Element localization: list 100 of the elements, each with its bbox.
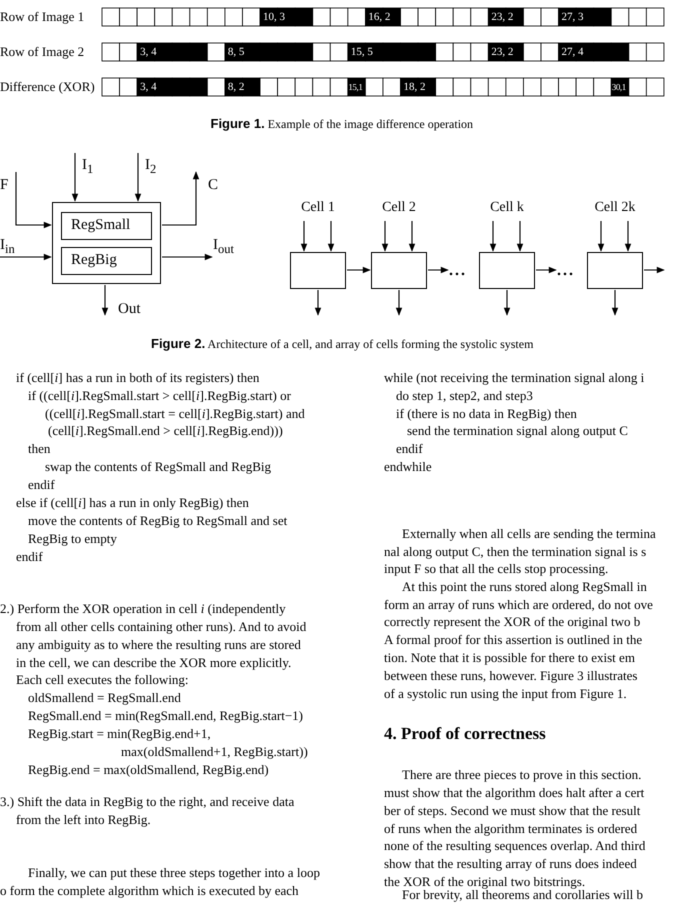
- text-line: 3.) Shift the data in RegBig to the right, and receive data: [0, 794, 294, 810]
- code-line: if ((cell[i].RegSmall.start > cell[i].RegBig.start) or: [28, 388, 291, 404]
- text-line: any ambiguity as to where the resulting runs are stored: [16, 637, 301, 653]
- code-line: if (there is no data in RegBig) then: [396, 406, 577, 422]
- arrow: [15, 172, 52, 228]
- ellipsis: ...: [449, 262, 467, 280]
- arrow: [328, 221, 334, 252]
- code-line: RegBig.start = min(RegBig.end+1,: [28, 726, 211, 742]
- arrow: [504, 290, 510, 316]
- figure-caption: Figure 2. Architecture of a cell, and array of cells forming the systolic system: [151, 336, 534, 352]
- run-label: 15, 5: [350, 45, 373, 60]
- text-line: ber of steps. Second we must show that the result: [384, 803, 640, 819]
- signal-label: F: [0, 176, 8, 194]
- text-line: of runs when the algorithm terminates is ordered: [384, 821, 638, 837]
- code-line: RegBig.end = max(oldSmallend, RegBig.end): [28, 762, 269, 778]
- arrow: [162, 254, 213, 260]
- text-line: nal along output C, then the termination signal is s: [384, 544, 646, 560]
- arrow: [162, 171, 200, 226]
- code-line: move the contents of RegBig to RegSmall and set: [28, 513, 288, 529]
- code-line: do step 1, step2, and step3: [396, 388, 533, 404]
- signal-label: I$_{in}$: [0, 236, 15, 258]
- text-line: must show that the algorithm does halt after a cert: [384, 785, 644, 801]
- run-label: 30,1: [612, 81, 626, 94]
- row-label: Row of Image 1: [0, 9, 84, 25]
- signal-label: C: [208, 176, 218, 194]
- code-line: endif: [28, 477, 55, 493]
- text-line: the XOR of the original two bitstrings.: [384, 874, 586, 890]
- code-line: swap the contents of RegSmall and RegBig: [45, 459, 272, 475]
- code-line: send the termination signal along output C: [407, 423, 628, 439]
- code-line: then: [28, 441, 50, 457]
- arrow: [72, 153, 78, 202]
- text-line: 2.) Perform the XOR operation in cell i (independently: [0, 601, 286, 617]
- figure-caption: Figure 1. Example of the image difference operation: [210, 116, 474, 132]
- cell-block: [52, 202, 161, 284]
- text-line: o form the complete algorithm which is executed by each: [0, 883, 299, 899]
- text-line: Each cell executes the following:: [16, 672, 189, 688]
- run-label: 8, 5: [228, 45, 244, 60]
- arrow: [536, 266, 557, 274]
- text-line: between these runs, however. Figure 3 illustrates: [384, 668, 638, 684]
- arrow: [347, 266, 371, 274]
- run-label: 3, 4: [140, 45, 157, 60]
- text-line: none of the resulting sequences overlap. And third: [384, 838, 646, 854]
- code-line: if (cell[i] has a run in both of its registers) then: [16, 370, 260, 386]
- run-label: 18, 2: [404, 80, 426, 95]
- signal-label: I$_{2}$: [145, 156, 156, 178]
- run-label: 23, 2: [491, 45, 514, 60]
- code-line: (cell[i].RegSmall.end > cell[i].RegBig.end))): [48, 423, 283, 439]
- run-label: 15,1: [348, 81, 362, 94]
- code-line: endif: [16, 549, 43, 565]
- text-line: At this point the runs stored along RegSmall in: [402, 579, 647, 595]
- code-line: else if (cell[i] has a run in only RegBig) then: [16, 495, 249, 511]
- row-label: Row of Image 2: [0, 44, 84, 60]
- arrow: [314, 290, 322, 316]
- run-label: 16, 2: [368, 10, 390, 25]
- arrow: [396, 290, 402, 316]
- row-label: Difference (XOR): [0, 79, 95, 95]
- section-heading: 4. Proof of correctness: [384, 724, 546, 744]
- run-label: 27, 3: [562, 10, 584, 25]
- text-line: show that the resulting array of runs does indeed: [384, 856, 637, 872]
- code-line: RegBig to empty: [28, 531, 117, 547]
- text-line: from the left into RegBig.: [16, 812, 151, 828]
- run-label: 3, 4: [140, 80, 157, 95]
- arrow: [428, 266, 449, 274]
- signal-label: I$_{out}$: [213, 236, 234, 258]
- text-line: from all other cells containing other runs). And to avoid: [16, 619, 306, 635]
- text-line: form an array of runs which are ordered, do not ove: [384, 597, 653, 613]
- arrow: [408, 221, 416, 252]
- text-line: in the cell, we can describe the XOR more explicitly.: [16, 655, 292, 671]
- ellipsis: ...: [557, 262, 575, 280]
- text-line: tion. Note that it is possible for there to exist em: [384, 650, 635, 666]
- run-label: 10, 3: [263, 10, 286, 25]
- text-line: A formal proof for this assertion is outlined in the: [384, 632, 642, 648]
- arrow: [612, 290, 618, 316]
- cell-label: Cell 1: [301, 200, 335, 216]
- code-line: while (not receiving the termination signal along i: [384, 370, 644, 386]
- arrow: [516, 221, 524, 252]
- code-line: oldSmallend = RegSmall.end: [28, 690, 181, 706]
- run-label: 8, 2: [228, 80, 244, 95]
- arrow: [624, 221, 632, 252]
- signal-label: Out: [118, 300, 140, 318]
- text-line: of a systolic run using the input from Figure 1.: [384, 686, 627, 702]
- run-label: 23, 2: [491, 10, 514, 25]
- arrow: [300, 221, 308, 252]
- arrow: [0, 254, 52, 260]
- cell-label: Cell 2k: [594, 200, 636, 216]
- cell-label: Cell 2: [382, 200, 416, 216]
- signal-label: I$_{1}$: [82, 156, 94, 178]
- run-label: 27, 4: [562, 45, 584, 60]
- text-line: Finally, we can put these three steps together into a loop: [28, 865, 320, 881]
- text-line: input F so that all the cells stop processing.: [384, 561, 608, 577]
- arrow: [490, 221, 496, 252]
- register-box: RegBig: [61, 247, 152, 275]
- register-box: RegSmall: [61, 212, 152, 240]
- code-line: RegSmall.end = min(RegSmall.end, RegBig.start−1): [28, 708, 303, 724]
- code-line: max(oldSmallend+1, RegBig.start)): [121, 744, 308, 760]
- arrow: [134, 153, 142, 202]
- cell-label: Cell k: [490, 200, 524, 216]
- code-line: endwhile: [384, 459, 432, 475]
- arrow: [598, 221, 604, 252]
- text-line: Externally when all cells are sending the termina: [402, 526, 656, 542]
